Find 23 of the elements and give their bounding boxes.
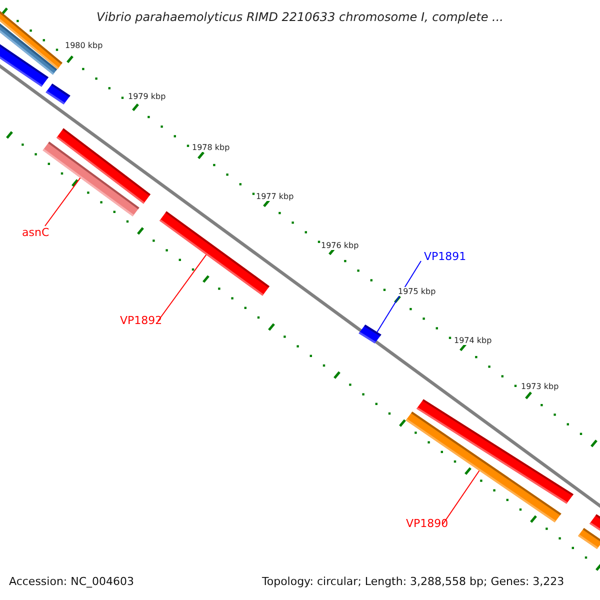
scale-label: 1976 kbp <box>321 241 359 250</box>
gene-bar <box>46 84 70 104</box>
scale-label: 1975 kbp <box>398 287 436 296</box>
scale-label: 1979 kbp <box>128 92 166 101</box>
leader-line <box>376 260 422 332</box>
scale-label: 1980 kbp <box>65 41 103 50</box>
gene-label: asnC <box>22 226 50 239</box>
scale-label: 1977 kbp <box>256 192 294 201</box>
gene-label: VP1890 <box>406 517 448 530</box>
diagram-title: Vibrio parahaemolyticus RIMD 2210633 chromosome I, complete ... <box>96 10 504 24</box>
leader-line <box>44 177 81 226</box>
genome-info-text: Topology: circular; Length: 3,288,558 bp; Genes: 3,223 <box>262 575 564 588</box>
scale-label: 1974 kbp <box>454 336 492 345</box>
gene-bar <box>160 211 270 296</box>
gene-bar <box>42 142 140 216</box>
gene-label: VP1892 <box>120 314 162 327</box>
leader-line <box>158 254 207 322</box>
scale-label: 1973 kbp <box>521 382 559 391</box>
gene-label: VP1891 <box>424 250 466 263</box>
gene-bar <box>358 324 382 344</box>
leader-line <box>442 470 480 524</box>
scale-label: 1978 kbp <box>192 143 230 152</box>
accession-text: Accession: NC_004603 <box>9 575 134 588</box>
